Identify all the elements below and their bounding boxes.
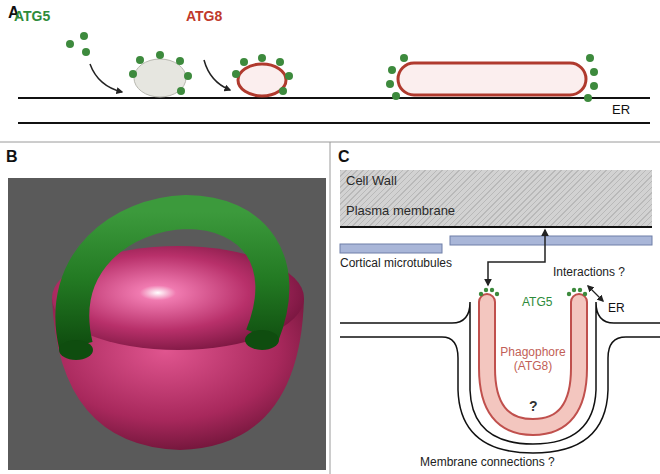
atg5-dot	[578, 288, 582, 292]
protein-label: ATG5	[522, 296, 552, 310]
phagophore-outline	[487, 302, 579, 427]
atg5-dot	[567, 292, 571, 296]
interaction-arrow	[488, 230, 545, 285]
cell-wall-band: Cell WallPlasma membrane	[340, 170, 652, 226]
panel-letter: C	[338, 148, 350, 166]
atg5-dot	[583, 292, 587, 296]
organelle-label: ER	[612, 103, 630, 118]
protein-label: ATG5	[14, 8, 50, 24]
note-label: Membrane connections ?	[420, 456, 555, 470]
node-text: Phagophore (ATG8)	[496, 346, 570, 374]
panel-letter: B	[6, 148, 18, 166]
node-text: Cell Wall	[346, 174, 397, 189]
organelle-label: ER	[608, 302, 625, 316]
atg5-dot	[490, 288, 494, 292]
node-text: Plasma membrane	[346, 204, 455, 219]
atg5-dot	[479, 292, 483, 296]
edge-label: Interactions ?	[552, 266, 626, 280]
question-mark: ?	[529, 398, 538, 414]
atg5-dot	[495, 292, 499, 296]
atg5-dot	[572, 288, 576, 292]
atg5-dot	[484, 288, 488, 292]
phagophore-cup: Phagophore (ATG8)	[478, 288, 588, 436]
protein-label: ATG8	[186, 8, 222, 24]
structure-label: Cortical microtubules	[340, 257, 452, 271]
phagophore-fill	[487, 302, 579, 427]
